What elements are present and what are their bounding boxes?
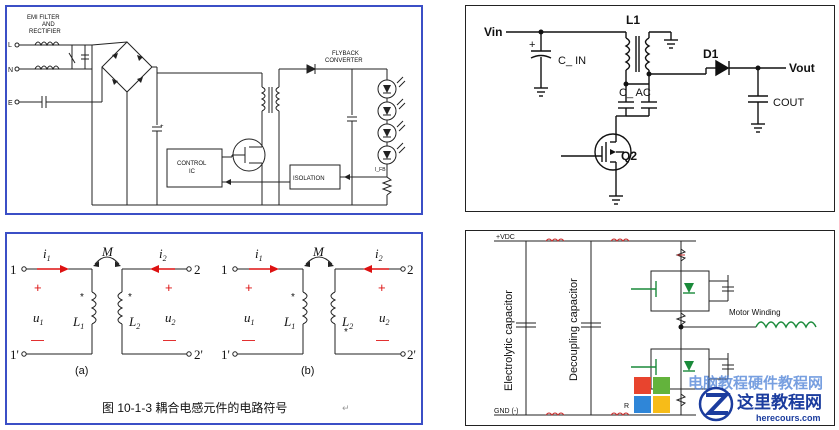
emi-label-3: RECTIFIER	[29, 29, 61, 35]
isolation-label: ISOLATION	[293, 176, 325, 182]
coupled-inductor-diagram: 1 2 1' 2' 1 2 1' 2' i1 i2 M u1 u2 L1 L2 …	[10, 244, 416, 415]
plus-u2-b: +	[378, 280, 386, 295]
cout-label: COUT	[773, 97, 804, 109]
cin-plus: +	[529, 39, 535, 51]
hs-diode-icon	[684, 283, 694, 293]
node-2-a: 2	[194, 262, 201, 277]
caption-return-mark-icon: ↵	[342, 403, 350, 413]
node-1-b: 1	[221, 262, 228, 277]
electrolytic-label: Electrolytic capacitor	[503, 290, 515, 391]
u2-label-b: u2	[379, 310, 390, 327]
decoupling-label: Decoupling capacitor	[568, 278, 580, 381]
i2-arrow-icon-b	[363, 265, 372, 273]
dot-l2-b: *	[344, 327, 348, 338]
dot-l1-b: *	[291, 292, 295, 303]
node-2p-a: 2'	[194, 347, 203, 362]
led-string	[377, 76, 406, 165]
node-1p-b: 1'	[221, 347, 230, 362]
d1-label: D1	[703, 47, 719, 61]
gnd-label: GND (-)	[494, 408, 519, 415]
i1-arrow-icon-a	[60, 265, 69, 273]
plus-u1-a: +	[34, 280, 42, 295]
z-logo-icon	[698, 386, 734, 422]
label-a: (a)	[75, 365, 88, 377]
dot-l1-a: *	[80, 292, 84, 303]
minus-u1-b: —	[242, 332, 255, 347]
m-label-a: M	[101, 244, 114, 259]
motor-driver-schematic: +VDC GND (-) Motor Winding R Electrolyti…	[494, 234, 823, 423]
node-1p-a: 1'	[10, 347, 19, 362]
u2-label-a: u2	[165, 310, 176, 327]
u1-label-a: u1	[33, 310, 44, 327]
watermark-partial: 电脑教程硬件教程网	[688, 374, 823, 392]
label-b: (b)	[301, 365, 314, 377]
ls-diode-icon	[684, 361, 694, 371]
i1-arrow-icon-b	[270, 265, 279, 273]
sense-arrow-icon	[344, 174, 350, 180]
terminal-e: E	[8, 100, 13, 107]
minus-u2-b: —	[376, 332, 389, 347]
flyback-label-2: CONVERTER	[325, 58, 363, 64]
i2-label-a: i2	[159, 246, 167, 263]
cin-label: C_ IN	[558, 55, 586, 67]
l1-label-b: L1	[283, 314, 295, 331]
i2-label-b: i2	[375, 246, 383, 263]
vout-label: Vout	[789, 61, 815, 75]
emi-label-1: EMI FILTER	[27, 15, 60, 21]
watermark-cn: 这里教程网	[737, 392, 822, 412]
vdc-label: +VDC	[496, 234, 515, 241]
minus-u2-a: —	[163, 332, 176, 347]
q2-arrow-icon	[610, 149, 616, 155]
minus-u1-a: —	[31, 332, 44, 347]
watermark: 电脑教程硬件教程网 这里教程网 herecours.com	[634, 374, 823, 423]
l2-label-a: L2	[128, 314, 140, 331]
flyback-schematic: EMI FILTER AND RECTIFIER FLYBACK CONVERT…	[8, 15, 406, 206]
watermark-url: herecours.com	[756, 413, 821, 423]
cac-label: C_ AC	[619, 87, 651, 99]
rs-label: R	[624, 403, 629, 410]
dot-l2-a: *	[128, 292, 132, 303]
flyback-schematic-panel: EMI FILTER AND RECTIFIER FLYBACK CONVERT…	[5, 5, 423, 215]
motor-driver-panel: +VDC GND (-) Motor Winding R Electrolyti…	[465, 230, 835, 426]
control-ic-label-1: CONTROL	[177, 161, 207, 167]
motor-winding-label: Motor Winding	[729, 308, 781, 317]
boost-schematic-panel: Vin L1 D1 Vout Q2 C_ IN C_ AC COUT +	[465, 5, 835, 212]
plus-u2-a: +	[165, 280, 173, 295]
i1-label-a: i1	[43, 246, 51, 263]
l2-label-b: L2	[341, 314, 353, 331]
control-ic-label-2: IC	[189, 169, 196, 175]
node-2-b: 2	[407, 262, 414, 277]
l1-label: L1	[626, 13, 640, 27]
node-2p-b: 2'	[407, 347, 416, 362]
i1-label-b: i1	[255, 246, 263, 263]
i2-arrow-icon-a	[150, 265, 159, 273]
flyback-label-1: FLYBACK	[332, 51, 359, 57]
windows-logo-icon	[634, 377, 670, 413]
figure-caption: 图 10-1-3 耦合电感元件的电路符号	[102, 400, 287, 415]
q2-label: Q2	[621, 149, 637, 163]
plus-u1-b: +	[245, 280, 253, 295]
terminal-l: L	[8, 42, 12, 49]
ifb-label: I_FB	[375, 167, 386, 173]
terminal-n: N	[8, 67, 13, 74]
bulk-cap-plus: +	[160, 124, 164, 130]
coupled-inductor-panel: 1 2 1' 2' 1 2 1' 2' i1 i2 M u1 u2 L1 L2 …	[5, 232, 423, 425]
boost-schematic: Vin L1 D1 Vout Q2 C_ IN C_ AC COUT +	[484, 13, 815, 205]
u1-label-b: u1	[244, 310, 255, 327]
emi-label-2: AND	[42, 22, 55, 28]
feedback-arrow-icon	[225, 179, 231, 185]
l1-label-a: L1	[72, 314, 84, 331]
node-1-a: 1	[10, 262, 17, 277]
vin-label: Vin	[484, 25, 502, 39]
m-label-b: M	[312, 244, 325, 259]
